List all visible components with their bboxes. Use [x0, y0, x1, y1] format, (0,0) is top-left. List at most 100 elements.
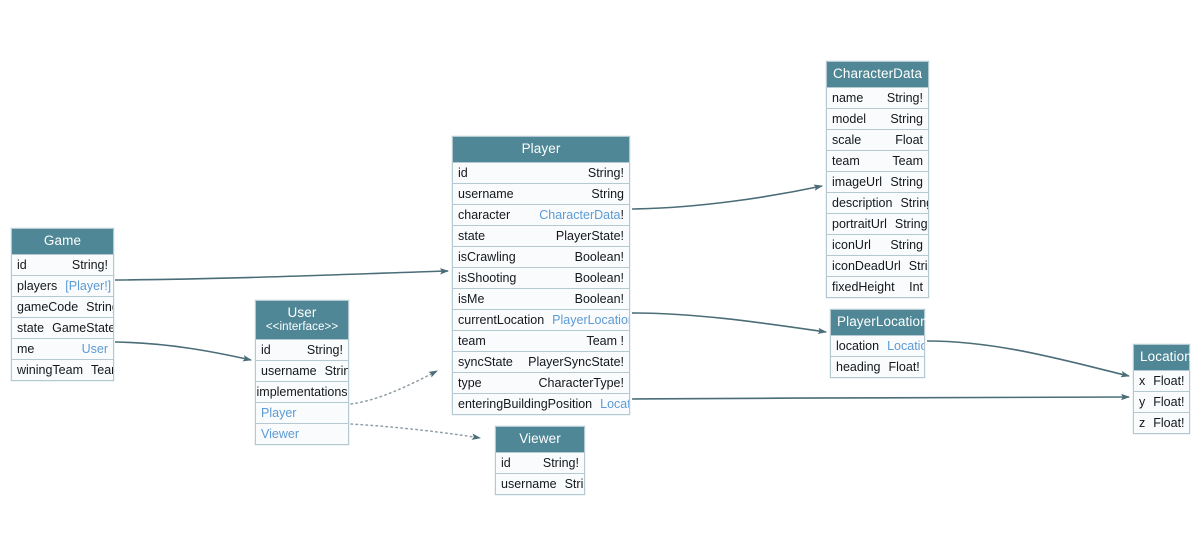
field-row-playerlocation-heading[interactable]: heading Float! — [831, 355, 924, 377]
field-row-characterdata-team[interactable]: team Team — [827, 149, 928, 171]
field-row-player-currentlocation[interactable]: currentLocation PlayerLocation! — [453, 308, 629, 330]
entity-user[interactable]: User <<interface>> id String! username S… — [255, 300, 349, 445]
field-row-player-syncstate[interactable]: syncState PlayerSyncState! — [453, 350, 629, 372]
field-name: gameCode — [17, 299, 79, 314]
field-type: Team — [91, 362, 113, 377]
entity-user-header: User <<interface>> — [256, 301, 348, 339]
field-type: String — [894, 216, 928, 231]
field-row-playerlocation-location[interactable]: location Location! — [831, 334, 924, 356]
field-row-characterdata-scale[interactable]: scale Float — [827, 128, 928, 150]
field-type: String — [890, 237, 923, 252]
field-row-characterdata-description[interactable]: description String — [827, 191, 928, 213]
field-row-player-isshooting[interactable]: isShooting Boolean! — [453, 266, 629, 288]
entity-game[interactable]: Game id String! players [Player!] gameCo… — [11, 228, 114, 381]
implementation-link-viewer[interactable]: Viewer — [261, 426, 299, 441]
field-row-characterdata-model[interactable]: model String — [827, 107, 928, 129]
edge-playerlocation-location-to-location — [926, 340, 1130, 378]
entity-playerlocation[interactable]: PlayerLocation location Location! headin… — [830, 309, 928, 378]
field-row-game-me[interactable]: me User — [12, 337, 113, 359]
field-type[interactable]: User — [81, 341, 108, 356]
field-row-location-x[interactable]: x Float! — [1134, 369, 1189, 391]
entity-player[interactable]: Player id String! username String charac… — [452, 136, 630, 415]
field-name: isMe — [458, 291, 485, 306]
field-name: isShooting — [458, 270, 517, 285]
field-row-characterdata-iconurl[interactable]: iconUrl String — [827, 233, 928, 255]
field-type: String! — [86, 299, 113, 314]
field-row-player-id[interactable]: id String! — [453, 161, 629, 183]
field-name: winingTeam — [17, 362, 84, 377]
entity-game-header: Game — [12, 229, 113, 254]
field-row-game-state[interactable]: state GameState! — [12, 316, 113, 338]
field-type: String — [908, 258, 928, 273]
field-name: heading — [836, 359, 881, 374]
field-row-player-iscrawling[interactable]: isCrawling Boolean! — [453, 245, 629, 267]
field-type[interactable]: PlayerLocation! — [552, 313, 629, 327]
implementation-link-player[interactable]: Player — [261, 405, 297, 420]
field-row-characterdata-portraiturl[interactable]: portraitUrl String — [827, 212, 928, 234]
field-row-player-state[interactable]: state PlayerState! — [453, 224, 629, 246]
field-type: Float — [895, 132, 923, 147]
field-row-user-impl-viewer[interactable]: Viewer — [256, 422, 348, 444]
field-type-link[interactable]: PlayerLocation — [552, 312, 629, 327]
field-type: Team — [892, 153, 923, 168]
field-row-game-players[interactable]: players [Player!] — [12, 274, 113, 296]
field-row-user-id[interactable]: id String! — [256, 338, 348, 360]
entity-game-title: Game — [43, 233, 82, 248]
field-row-game-winingteam[interactable]: winingTeam Team — [12, 358, 113, 380]
field-name: z — [1139, 415, 1146, 430]
field-row-player-username[interactable]: username String — [453, 182, 629, 204]
field-name: id — [501, 455, 511, 470]
field-row-game-id[interactable]: id String! — [12, 253, 113, 275]
field-row-player-team[interactable]: team Team ! — [453, 329, 629, 351]
edge-player-enteringbuildingposition-to-location — [631, 393, 1130, 401]
field-name: currentLocation — [458, 312, 545, 327]
field-type: Float! — [888, 359, 920, 374]
field-row-game-gamecode[interactable]: gameCode String! — [12, 295, 113, 317]
field-name: state — [17, 320, 45, 335]
edge-game-me-to-user — [114, 341, 252, 362]
entity-user-title: User — [287, 305, 317, 320]
field-name: team — [458, 333, 486, 348]
entity-location[interactable]: Location x Float! y Float! z Float! — [1133, 344, 1192, 434]
entity-viewer[interactable]: Viewer id String! username String — [495, 426, 585, 495]
field-type[interactable]: Location! — [887, 338, 924, 353]
field-row-characterdata-fixedheight[interactable]: fixedHeight Int — [827, 275, 928, 297]
field-type[interactable]: [Player!] — [65, 278, 112, 293]
field-type[interactable]: CharacterData! — [539, 208, 624, 222]
field-type: String — [900, 195, 928, 210]
field-name: type — [458, 375, 482, 390]
field-row-viewer-username[interactable]: username String — [496, 472, 584, 494]
field-name: players — [17, 278, 58, 293]
field-row-characterdata-name[interactable]: name String! — [827, 86, 928, 108]
entity-viewer-title: Viewer — [519, 431, 561, 446]
field-row-user-impl-player[interactable]: Player — [256, 401, 348, 423]
field-name: location — [836, 338, 880, 353]
field-name: team — [832, 153, 860, 168]
field-type: String — [890, 174, 923, 189]
field-row-player-isme[interactable]: isMe Boolean! — [453, 287, 629, 309]
field-type[interactable]: Location — [600, 396, 629, 411]
field-type: String — [890, 111, 923, 126]
field-type-link[interactable]: CharacterData — [539, 207, 621, 222]
field-name: name — [832, 90, 864, 105]
field-row-viewer-id[interactable]: id String! — [496, 451, 584, 473]
field-row-location-y[interactable]: y Float! — [1134, 390, 1189, 412]
field-row-location-z[interactable]: z Float! — [1134, 411, 1189, 433]
entity-characterdata[interactable]: CharacterData name String! model String … — [826, 61, 929, 298]
field-row-player-enteringbuildingposition[interactable]: enteringBuildingPosition Location — [453, 392, 629, 414]
field-type: Boolean! — [574, 270, 624, 285]
entity-playerlocation-header: PlayerLocation — [831, 310, 928, 335]
implementations-label: implementations — [256, 384, 348, 399]
field-name: iconUrl — [832, 237, 871, 252]
field-name: imageUrl — [832, 174, 883, 189]
entity-playerlocation-title: PlayerLocation — [837, 314, 928, 329]
field-row-characterdata-imageurl[interactable]: imageUrl String — [827, 170, 928, 192]
field-row-characterdata-icondeadurl[interactable]: iconDeadUrl String — [827, 254, 928, 276]
field-type: String — [324, 363, 348, 378]
field-row-player-character[interactable]: character CharacterData! — [453, 203, 629, 225]
field-row-user-implementations: implementations — [256, 380, 348, 402]
field-type: Boolean! — [574, 249, 624, 264]
field-row-user-username[interactable]: username String — [256, 359, 348, 381]
field-row-player-type[interactable]: type CharacterType! — [453, 371, 629, 393]
